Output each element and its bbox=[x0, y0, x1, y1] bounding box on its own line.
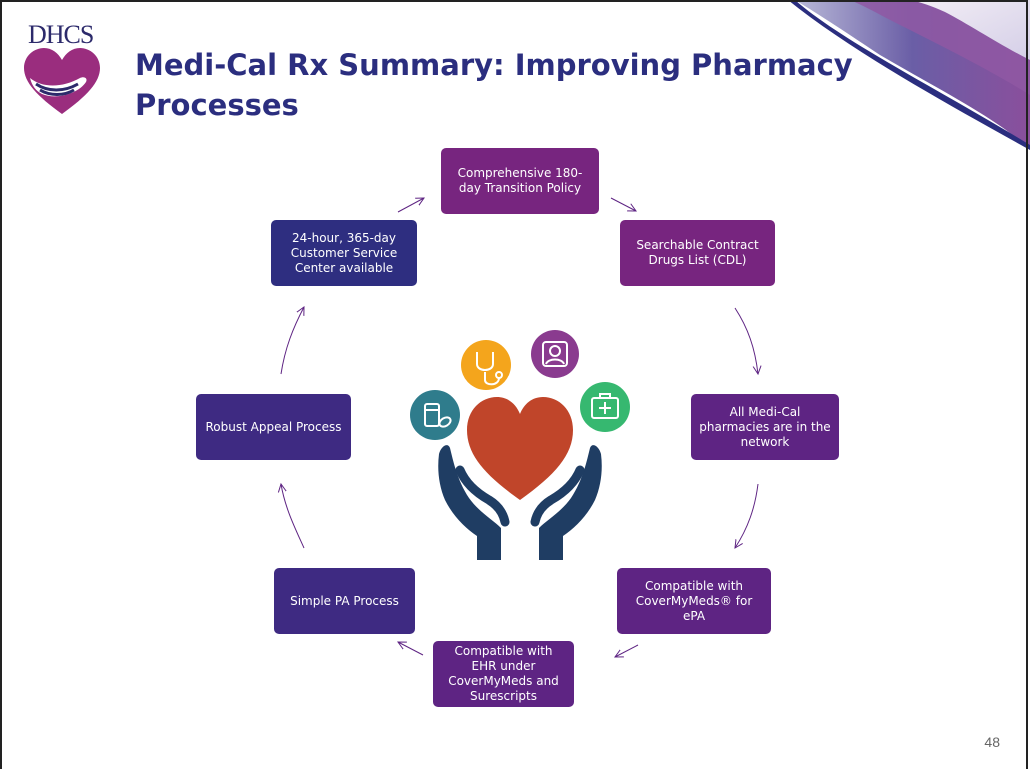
decorative-swoosh bbox=[788, 0, 1030, 150]
pharmacies-box: All Medi-Cal pharmacies are in the netwo… bbox=[691, 394, 839, 460]
cdl-box: Searchable Contract Drugs List (CDL) bbox=[620, 220, 775, 286]
right-hand-icon bbox=[539, 445, 602, 560]
page-title: Medi-Cal Rx Summary: Improving Pharmacy … bbox=[135, 48, 853, 122]
heart-in-hands-illustration bbox=[410, 330, 630, 560]
covermymeds-box: Compatible with CoverMyMeds® for ePA bbox=[617, 568, 771, 634]
arrow-covermymeds-to-ehr bbox=[615, 644, 639, 657]
arrow-ehr-to-simple-pa bbox=[398, 642, 424, 656]
left-hand-icon bbox=[438, 445, 501, 560]
transition-policy-box: Comprehensive 180-day Transition Policy bbox=[441, 148, 599, 214]
first-aid-kit-icon bbox=[580, 382, 630, 432]
arrow-appeal-to-customer-service bbox=[280, 307, 304, 375]
arrow-simple-pa-to-appeal bbox=[281, 484, 305, 549]
logo-text: DHCS bbox=[28, 20, 94, 49]
heart-icon bbox=[467, 397, 573, 500]
arrow-cdl-to-pharmacies bbox=[734, 307, 758, 374]
simple-pa-box: Simple PA Process bbox=[274, 568, 415, 634]
arrow-customer-service-to-policy bbox=[397, 198, 424, 213]
arrow-pharmacies-to-covermymeds bbox=[735, 483, 759, 548]
medication-icon bbox=[410, 390, 460, 440]
heart-hands-logo-icon bbox=[24, 48, 100, 114]
appeal-box: Robust Appeal Process bbox=[196, 394, 351, 460]
doctor-icon bbox=[531, 330, 579, 378]
ehr-box: Compatible with EHR under CoverMyMeds an… bbox=[433, 641, 574, 707]
stethoscope-icon bbox=[461, 340, 511, 390]
page-number: 48 bbox=[984, 734, 1000, 750]
arrow-policy-to-cdl bbox=[610, 197, 636, 211]
customer-service-box: 24-hour, 365-day Customer Service Center… bbox=[271, 220, 417, 286]
dhcs-logo: DHCS bbox=[22, 20, 117, 120]
